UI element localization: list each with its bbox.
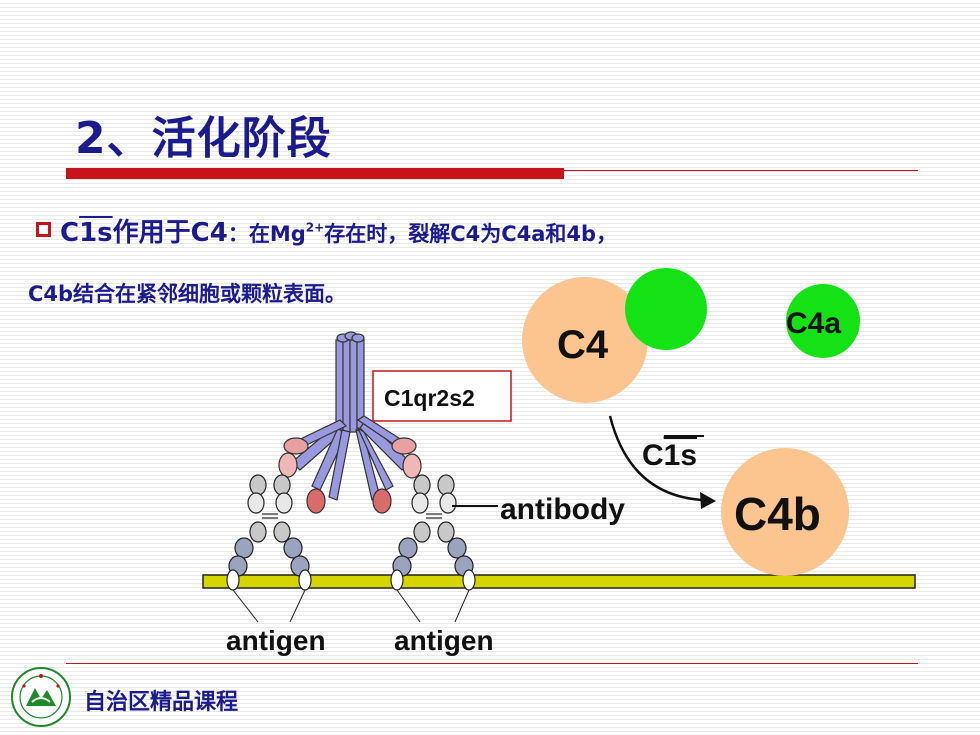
- c1s-overbar: 1s: [79, 218, 113, 248]
- antigen-label-left: antigen: [226, 625, 326, 656]
- c1s-prefix: C: [60, 218, 80, 248]
- bullet-detail-a: 在Mg: [248, 222, 306, 246]
- c1q-globular-heads: [278, 437, 422, 514]
- bullet-main: 作用于C4: [112, 218, 228, 248]
- bullet-text-line2: C4b结合在紧邻细胞或颗粒表面。: [28, 282, 347, 306]
- c1qr2s2-box: [372, 370, 512, 422]
- cell-membrane: [202, 574, 916, 589]
- c1s-enzyme-overbar: 1s: [664, 439, 697, 472]
- bullet-colon: ：: [227, 222, 249, 246]
- c1s-enzyme-label: C1s: [642, 439, 697, 472]
- c4-molecule: [522, 277, 648, 403]
- c4b-label: C4b: [734, 488, 821, 540]
- bullet-text-line1: C1s作用于C4：在Mg2+存在时，裂解C4为C4a和4b，: [60, 212, 617, 249]
- slide-title: 2、活化阶段: [75, 113, 332, 164]
- c1s-enzyme-prefix: C: [642, 439, 664, 472]
- c4-label: C4: [557, 323, 609, 367]
- c4a-label: C4a: [786, 307, 841, 340]
- bullet-detail-b: 存在时，裂解C4为C4a和4b，: [324, 222, 618, 246]
- antibody-left: [226, 474, 312, 591]
- antibody-right: [390, 474, 476, 591]
- antibody-label: antibody: [500, 493, 625, 526]
- title-rule: [564, 170, 918, 171]
- antigen-label-right: antigen: [394, 625, 494, 656]
- c4a-fragment-attached: [625, 268, 707, 350]
- c1qr2s2-label: C1qr2s2: [384, 385, 475, 411]
- university-seal-logo-icon: [11, 667, 71, 727]
- c4a-fragment: [786, 284, 860, 358]
- footer-rule: [66, 663, 918, 664]
- title-underline: [66, 168, 564, 179]
- hollow-square-bullet-icon: [36, 222, 51, 237]
- footer-course-label: 自治区精品课程: [84, 690, 239, 715]
- antigen-pointer-lines: [232, 589, 470, 623]
- bullet-superscript: 2+: [305, 220, 325, 235]
- cleavage-arrow: [608, 415, 703, 502]
- arrowhead: [700, 492, 716, 509]
- c4b-fragment: [721, 448, 849, 576]
